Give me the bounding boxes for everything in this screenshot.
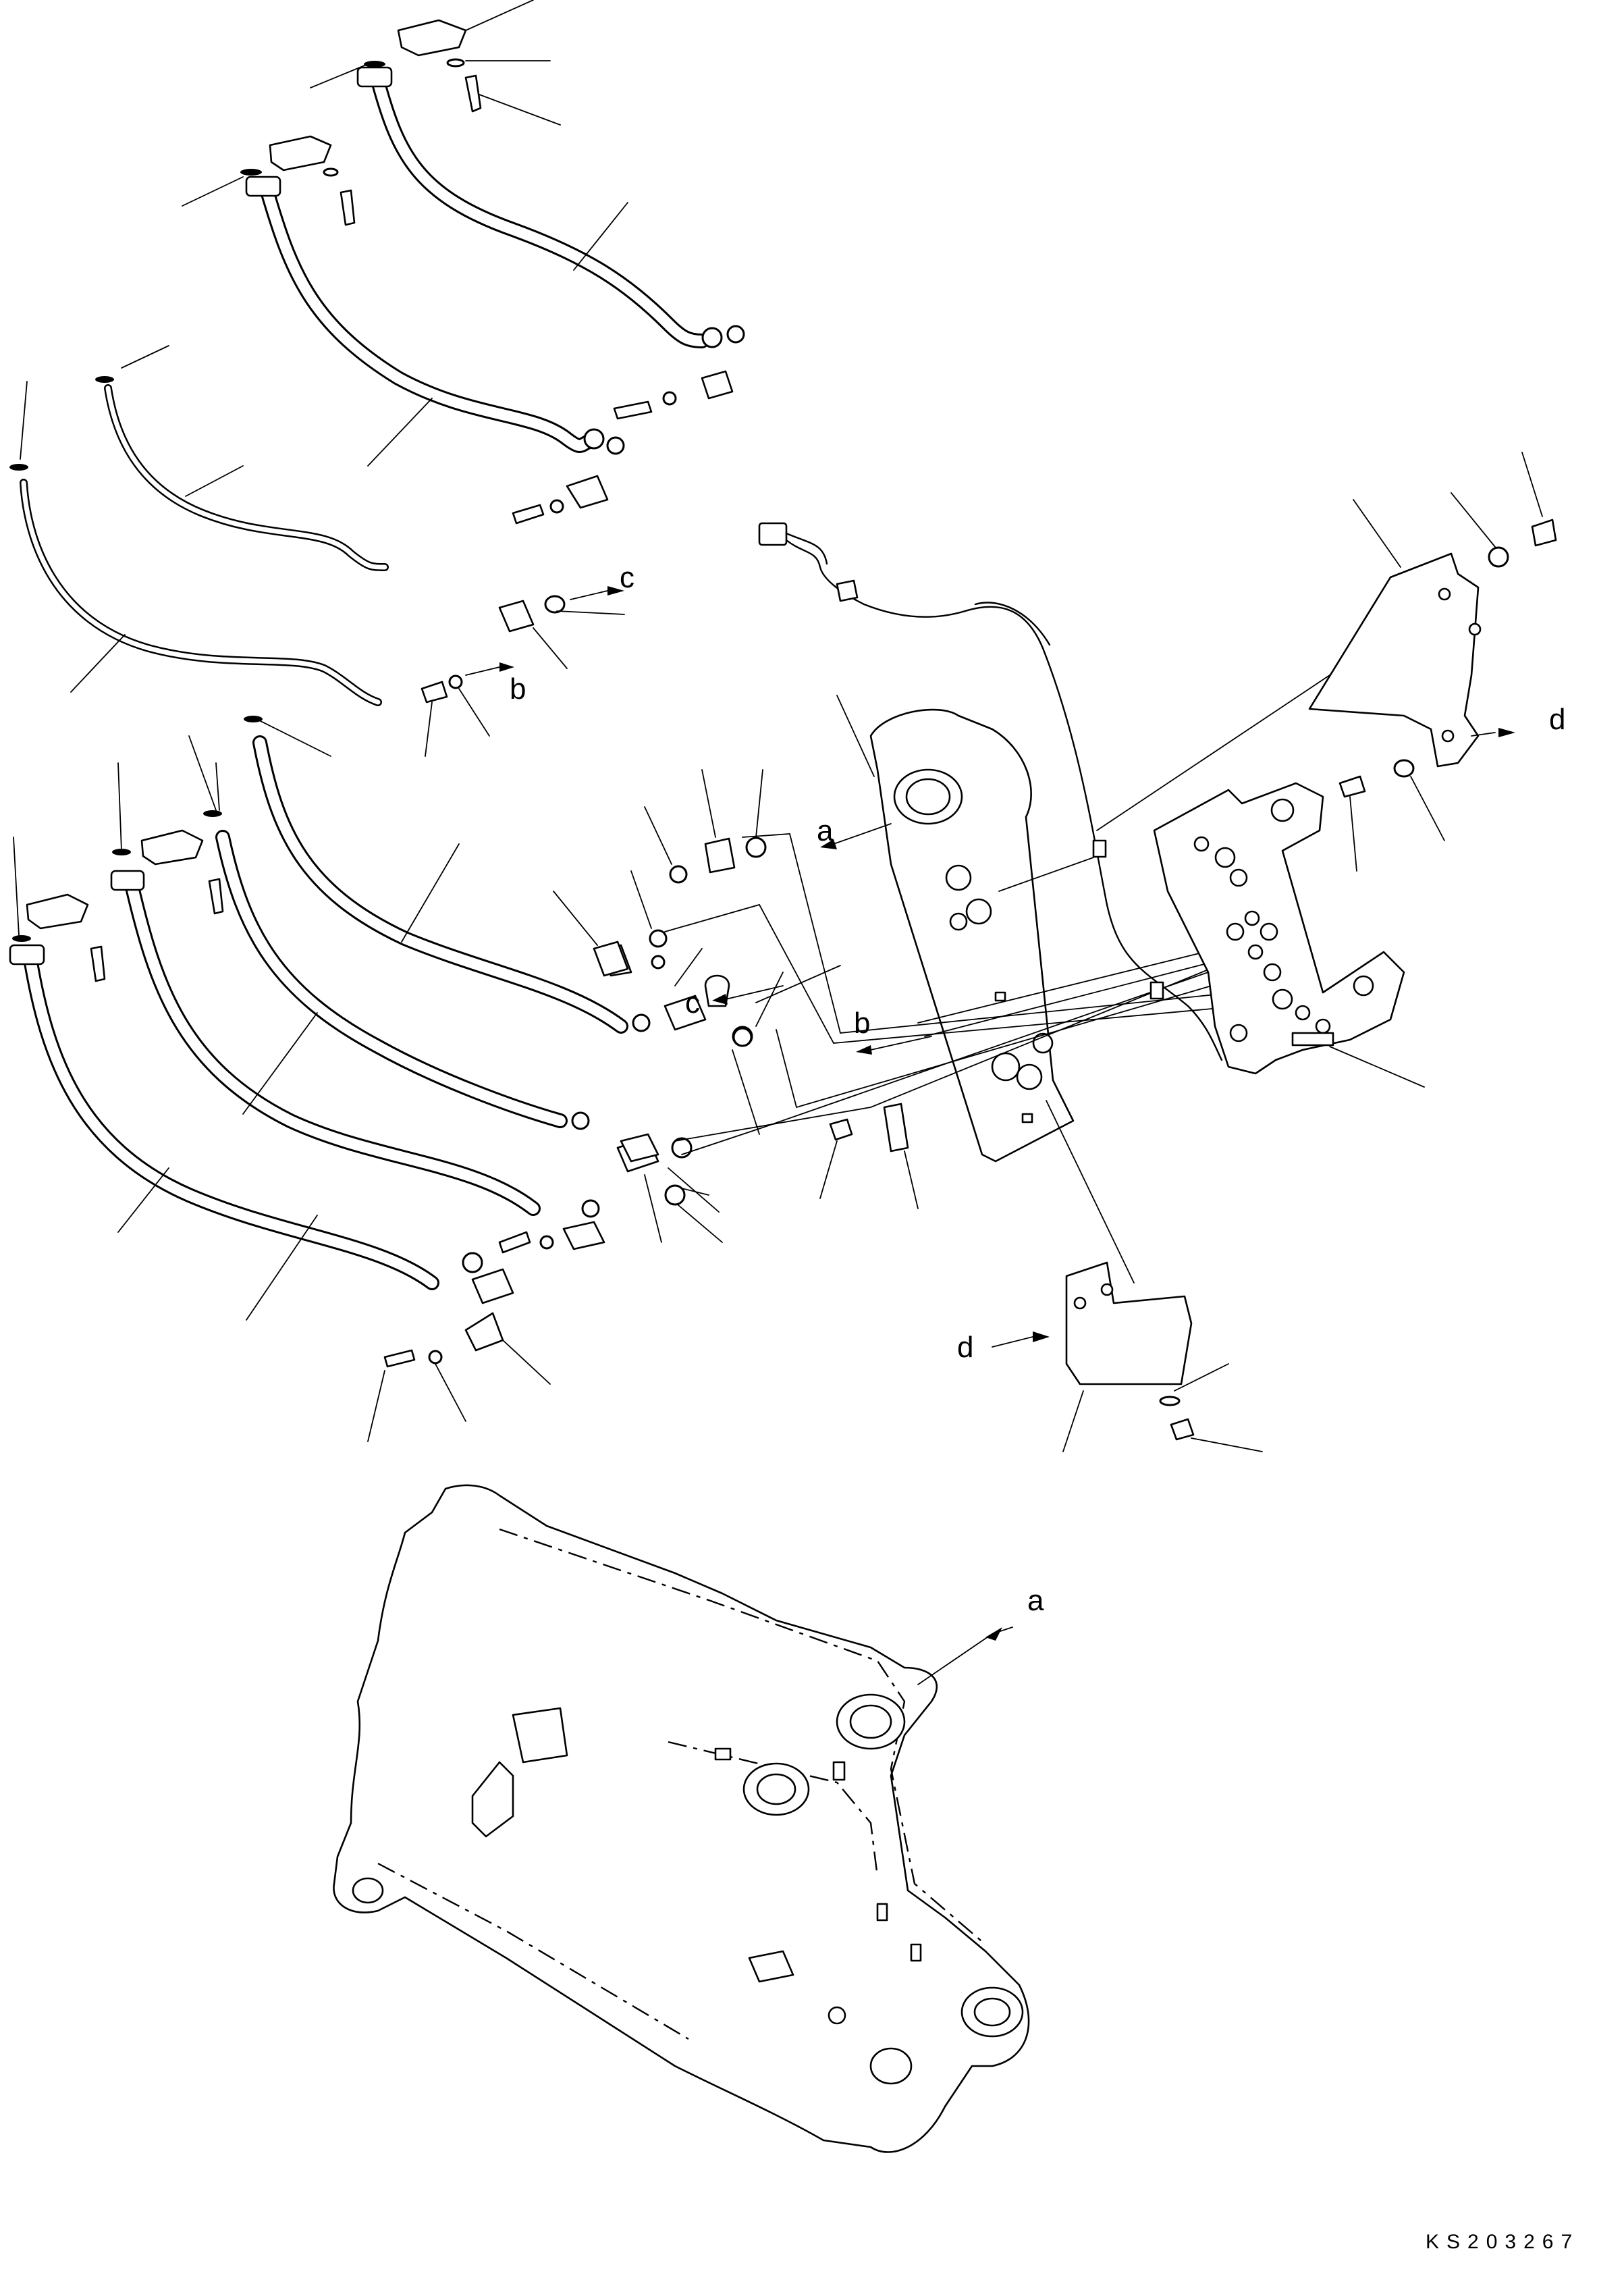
split-flanges-lower xyxy=(26,829,224,982)
callout-b-upper: b xyxy=(510,672,526,706)
lower-hose-group xyxy=(9,716,841,1442)
routing-lines xyxy=(664,833,1243,1155)
hose-upper-2 xyxy=(245,176,625,455)
center-fittings xyxy=(553,769,919,1209)
hose-lower-1 xyxy=(244,716,628,1034)
central-boom-bracket xyxy=(836,695,1135,1283)
connector-plug-icon xyxy=(758,522,788,546)
valve-bolts xyxy=(1338,759,1445,872)
drawing-code: KS203267 xyxy=(1426,2231,1579,2253)
split-flange-upper-1 xyxy=(364,19,482,113)
hose-lower-3 xyxy=(110,849,541,1216)
callout-b-center: b xyxy=(854,1007,870,1040)
o-ring-icon xyxy=(701,327,723,348)
tube-upper-3 xyxy=(95,376,389,571)
callout-c-upper: c xyxy=(620,561,634,594)
bracket-upper-right: d xyxy=(1308,452,1565,768)
callout-a-frame: a xyxy=(1027,1584,1044,1617)
hose-lower-2 xyxy=(203,810,568,1128)
hose-lower-4 xyxy=(9,935,439,1290)
callout-d-upper: d xyxy=(1549,703,1565,736)
bracket-lower-d: d xyxy=(957,1261,1263,1452)
callout-c-center: c xyxy=(685,986,700,1020)
control-valve-block xyxy=(1153,782,1425,1088)
bolt-icon xyxy=(464,74,482,113)
o-ring-icon xyxy=(726,325,745,344)
connector-c-upper xyxy=(421,595,566,704)
hose-upper-1 xyxy=(356,66,745,348)
flange-fitting-icon xyxy=(356,66,393,88)
split-flange-upper-2 xyxy=(240,135,356,226)
front-frame: a xyxy=(333,1484,1044,2153)
callout-d-lower: d xyxy=(957,1331,973,1364)
center-callouts: a c b xyxy=(685,814,932,1055)
callout-a-center: a xyxy=(817,814,834,847)
fitting-set-upper xyxy=(512,370,734,525)
upper-hose-group: c b xyxy=(9,0,745,757)
tube-upper-4 xyxy=(9,464,382,706)
